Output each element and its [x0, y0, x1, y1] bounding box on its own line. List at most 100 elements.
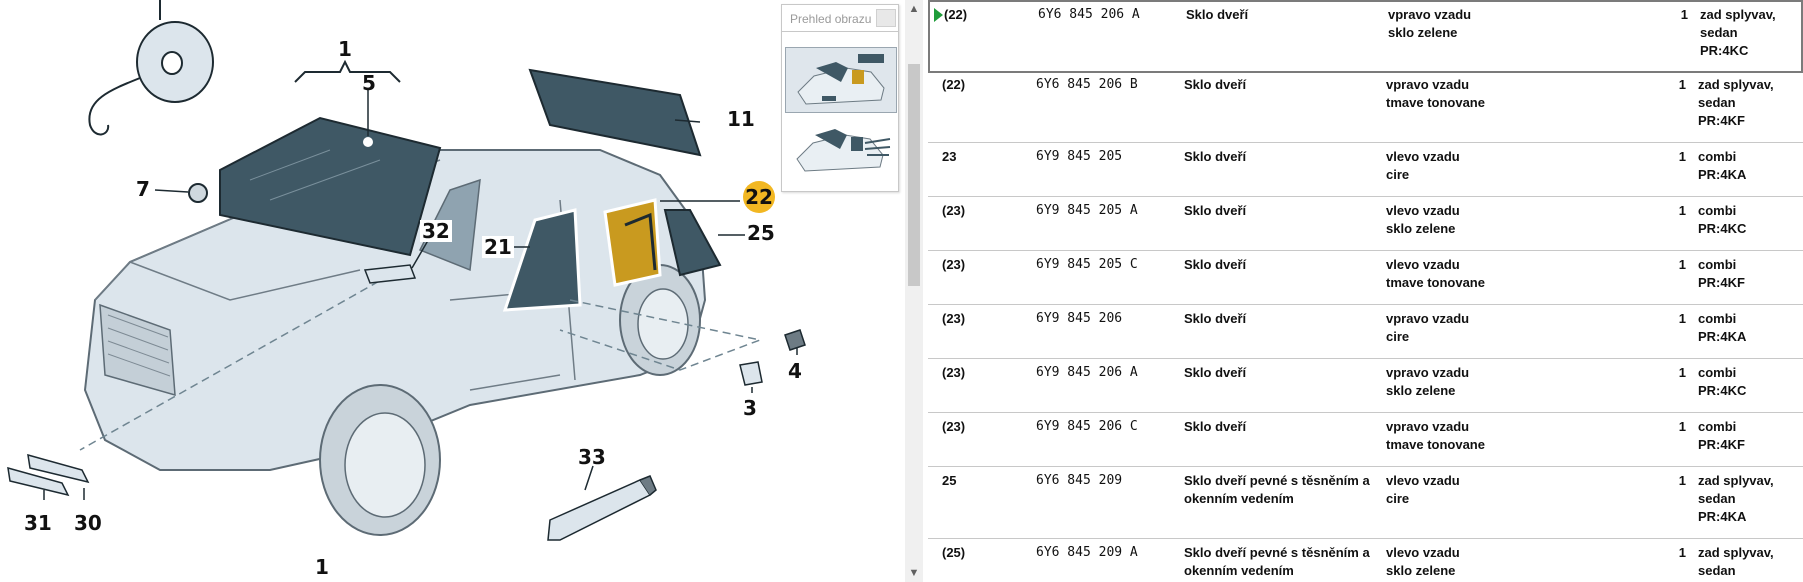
cell-note: zad splyvav, sedan PR:4KA [1698, 473, 1774, 524]
cell-name: Sklo dveří [1184, 365, 1247, 380]
overview-thumbnail-current[interactable] [785, 47, 897, 113]
cell-description: vpravo vzadu sklo zelene [1388, 7, 1472, 40]
callout-21[interactable]: 21 [482, 235, 514, 259]
callout-33[interactable]: 33 [578, 445, 606, 469]
cell-part-number: 6Y9 845 206 [1036, 311, 1123, 326]
cell-note: combi PR:4KF [1698, 257, 1745, 290]
scrollbar-thumb[interactable] [908, 64, 920, 286]
table-row[interactable]: (25) 6Y6 845 209 A Sklo dveří pevné s tě… [928, 540, 1803, 582]
cell-part-number: 6Y9 845 205 C [1036, 257, 1138, 272]
overview-thumbnail-secondary[interactable] [785, 115, 895, 179]
car-illustration [7, 0, 806, 541]
cell-position: 25 [942, 473, 957, 488]
cell-part-number: 6Y9 845 206 A [1036, 365, 1138, 380]
cell-name: Sklo dveří [1184, 257, 1247, 272]
cell-position: (23) [942, 365, 966, 380]
table-row[interactable]: (22) 6Y6 845 206 B Sklo dveří vpravo vza… [928, 72, 1803, 143]
cell-description: vlevo vzadu sklo zelene [1386, 545, 1460, 578]
cell-description: vlevo vzadu sklo zelene [1386, 203, 1460, 236]
table-row[interactable]: (23) 6Y9 845 206 Sklo dveří vpravo vzadu… [928, 306, 1803, 359]
cell-description: vpravo vzadu tmave tonovane [1386, 419, 1485, 452]
car-thumbnail-icon [797, 54, 885, 105]
table-row[interactable]: 23 6Y9 845 205 Sklo dveří vlevo vzadu ci… [928, 144, 1803, 197]
callout-32[interactable]: 32 [420, 219, 452, 243]
table-row-selected[interactable]: (22) 6Y6 845 206 A Sklo dveří vpravo vza… [928, 0, 1803, 73]
callout-1-bottom: 1 [315, 555, 329, 579]
cell-part-number: 6Y6 845 209 A [1036, 545, 1138, 560]
cell-name: Sklo dveří [1184, 203, 1247, 218]
cell-quantity: 1 [1678, 257, 1686, 272]
cell-quantity: 1 [1678, 311, 1686, 326]
scroll-up-icon[interactable]: ▲ [908, 3, 920, 15]
cell-position: (23) [942, 311, 966, 326]
car-thumbnail-icon [796, 129, 891, 172]
divider [782, 31, 898, 32]
cell-description: vlevo vzadu cire [1386, 149, 1460, 182]
table-row[interactable]: (23) 6Y9 845 205 C Sklo dveří vlevo vzad… [928, 252, 1803, 305]
cell-description: vlevo vzadu cire [1386, 473, 1460, 506]
callout-4[interactable]: 4 [788, 359, 802, 383]
image-overview-panel[interactable]: Prehled obrazu [781, 4, 899, 192]
cell-note: zad splyvav, sedan PR:4KC [1700, 7, 1776, 58]
cell-description: vpravo vzadu sklo zelene [1386, 365, 1470, 398]
table-row[interactable]: (23) 6Y9 845 206 C Sklo dveří vpravo vza… [928, 414, 1803, 467]
callout-22-highlighted[interactable]: 22 [743, 181, 775, 213]
cell-quantity: 1 [1678, 473, 1686, 488]
cell-name: Sklo dveří [1184, 77, 1247, 92]
parts-list-scrollbar[interactable]: ▲ ▼ [905, 0, 923, 582]
cell-position: (23) [942, 203, 966, 218]
callout-31[interactable]: 31 [24, 511, 52, 535]
image-overview-title: Prehled obrazu [790, 12, 872, 26]
cell-note: combi PR:4KF [1698, 419, 1745, 452]
cell-quantity: 1 [1678, 545, 1686, 560]
cell-part-number: 6Y9 845 205 A [1036, 203, 1138, 218]
cell-position: (23) [942, 257, 966, 272]
cell-part-number: 6Y6 845 209 [1036, 473, 1123, 488]
cell-note: combi PR:4KA [1698, 149, 1747, 182]
cell-position: (22) [944, 7, 968, 22]
cell-description: vpravo vzadu cire [1386, 311, 1470, 344]
callout-11[interactable]: 11 [727, 107, 755, 131]
callout-25[interactable]: 25 [747, 221, 775, 245]
cell-position: (22) [942, 77, 966, 92]
parts-diagram[interactable]: 1 5 7 11 22 25 21 32 4 3 33 31 30 1 Preh… [0, 0, 905, 582]
callout-7[interactable]: 7 [136, 177, 150, 201]
cell-note: zad splyvav, sedan PR:4KF [1698, 77, 1774, 128]
callout-1-top[interactable]: 1 [338, 37, 352, 61]
table-row[interactable]: 25 6Y6 845 209 Sklo dveří pevné s těsněn… [928, 468, 1803, 539]
cell-quantity: 1 [1678, 77, 1686, 92]
cell-position: (25) [942, 545, 966, 560]
table-row[interactable]: (23) 6Y9 845 205 A Sklo dveří vlevo vzad… [928, 198, 1803, 251]
cell-quantity: 1 [1678, 365, 1686, 380]
callout-30[interactable]: 30 [74, 511, 102, 535]
cell-name: Sklo dveří [1184, 311, 1247, 326]
cell-description: vpravo vzadu tmave tonovane [1386, 77, 1485, 110]
cell-name: Sklo dveří pevné s těsněním a okenním ve… [1184, 473, 1370, 506]
close-icon[interactable] [876, 9, 896, 27]
cell-part-number: 6Y9 845 206 C [1036, 419, 1138, 434]
cell-part-number: 6Y9 845 205 [1036, 149, 1123, 164]
cell-note: combi PR:4KC [1698, 365, 1747, 398]
cell-position: (23) [942, 419, 966, 434]
cell-note: combi PR:4KC [1698, 203, 1747, 236]
cell-position: 23 [942, 149, 957, 164]
table-row[interactable]: (23) 6Y9 845 206 A Sklo dveří vpravo vza… [928, 360, 1803, 413]
cell-name: Sklo dveří [1184, 419, 1247, 434]
scroll-down-icon[interactable]: ▼ [908, 567, 920, 579]
cell-quantity: 1 [1678, 149, 1686, 164]
cell-note: zad splyvav, sedan [1698, 545, 1774, 578]
cell-description: vlevo vzadu tmave tonovane [1386, 257, 1485, 290]
cell-name: Sklo dveří [1184, 149, 1247, 164]
callout-3[interactable]: 3 [743, 396, 757, 420]
cell-part-number: 6Y6 845 206 A [1038, 7, 1140, 22]
parts-list-table: (22) 6Y6 845 206 A Sklo dveří vpravo vza… [928, 0, 1803, 582]
cell-name: Sklo dveří pevné s těsněním a okenním ve… [1184, 545, 1370, 578]
cell-note: combi PR:4KA [1698, 311, 1747, 344]
selection-marker-icon [934, 8, 943, 22]
callout-5[interactable]: 5 [362, 71, 376, 95]
cell-name: Sklo dveří [1186, 7, 1249, 22]
cell-quantity: 1 [1680, 7, 1688, 22]
cell-part-number: 6Y6 845 206 B [1036, 77, 1138, 92]
cell-quantity: 1 [1678, 203, 1686, 218]
cell-quantity: 1 [1678, 419, 1686, 434]
